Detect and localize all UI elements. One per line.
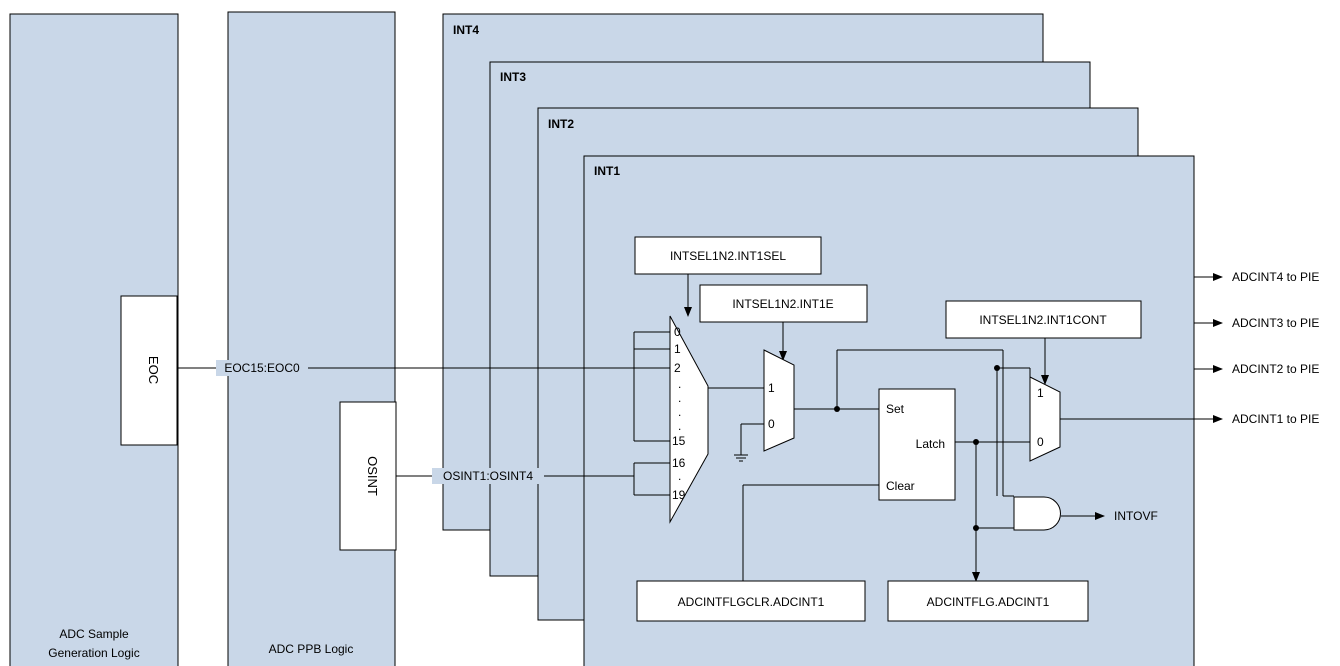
svg-text:.: . — [678, 391, 681, 405]
output-adcint1: ADCINT1 to PIE — [1232, 412, 1319, 426]
inte-label: INTSEL1N2.INT1E — [732, 297, 833, 311]
svg-text:.: . — [678, 377, 681, 391]
mux-label-15: 15 — [672, 434, 686, 448]
sample-gen-label-line2: Generation Logic — [48, 646, 139, 660]
mux-label-2: 2 — [674, 361, 681, 375]
latch-clear-label: Clear — [886, 479, 915, 493]
enable-mux-in0: 0 — [768, 417, 775, 431]
intcont-label: INTSEL1N2.INT1CONT — [979, 313, 1107, 327]
main-mux: 0 1 2 . . . . 15 16 . 19 — [669, 315, 709, 524]
mux-label-19: 19 — [672, 488, 686, 502]
intcont-register: INTSEL1N2.INT1CONT — [945, 300, 1142, 339]
mux-label-0: 0 — [674, 325, 681, 339]
enable-mux: 1 0 — [763, 349, 795, 452]
ppb-label: ADC PPB Logic — [269, 642, 354, 656]
sample-gen-label-line1: ADC Sample — [59, 627, 129, 641]
svg-text:.: . — [678, 419, 681, 433]
int4-title: INT4 — [453, 23, 479, 37]
int1-title: INT1 — [594, 164, 620, 178]
intsel-register: INTSEL1N2.INT1SEL — [634, 236, 822, 275]
output-adcint4: ADCINT4 to PIE — [1232, 270, 1319, 284]
eoc-label: EOC — [146, 356, 161, 384]
mux-label-16: 16 — [672, 456, 686, 470]
svg-text:.: . — [678, 469, 681, 483]
mux-label-1: 1 — [674, 342, 681, 356]
intovf-label: INTOVF — [1114, 509, 1158, 523]
latch-set-label: Set — [886, 402, 905, 416]
flg-register: ADCINTFLG.ADCINT1 — [887, 580, 1089, 622]
flg-label: ADCINTFLG.ADCINT1 — [927, 595, 1050, 609]
inte-register: INTSEL1N2.INT1E — [699, 284, 868, 323]
cont-mux-in1: 1 — [1037, 386, 1044, 400]
osint-label: OSINT — [365, 456, 380, 496]
ppb-logic-block: ADC PPB Logic — [227, 11, 396, 666]
cont-mux: 1 0 — [1029, 376, 1061, 462]
osint-bus-label: OSINT1:OSINT4 — [443, 469, 533, 483]
output-adcint2: ADCINT2 to PIE — [1232, 362, 1319, 376]
latch-block: Set Latch Clear — [878, 388, 956, 501]
latch-latch-label: Latch — [916, 437, 945, 451]
enable-mux-in1: 1 — [768, 381, 775, 395]
cont-mux-in0: 0 — [1037, 435, 1044, 449]
int2-title: INT2 — [548, 117, 574, 131]
osint-box: OSINT — [339, 401, 397, 551]
output-adcint3: ADCINT3 to PIE — [1232, 316, 1319, 330]
flgclr-label: ADCINTFLGCLR.ADCINT1 — [678, 595, 825, 609]
mux-input-fanout — [620, 331, 670, 496]
and-gate — [1013, 496, 1061, 531]
eoc-bus-label: EOC15:EOC0 — [224, 361, 300, 375]
int3-title: INT3 — [500, 70, 526, 84]
eoc-box: EOC — [120, 295, 178, 446]
flgclr-register: ADCINTFLGCLR.ADCINT1 — [636, 580, 866, 622]
intsel-label: INTSEL1N2.INT1SEL — [670, 249, 786, 263]
svg-text:.: . — [678, 405, 681, 419]
